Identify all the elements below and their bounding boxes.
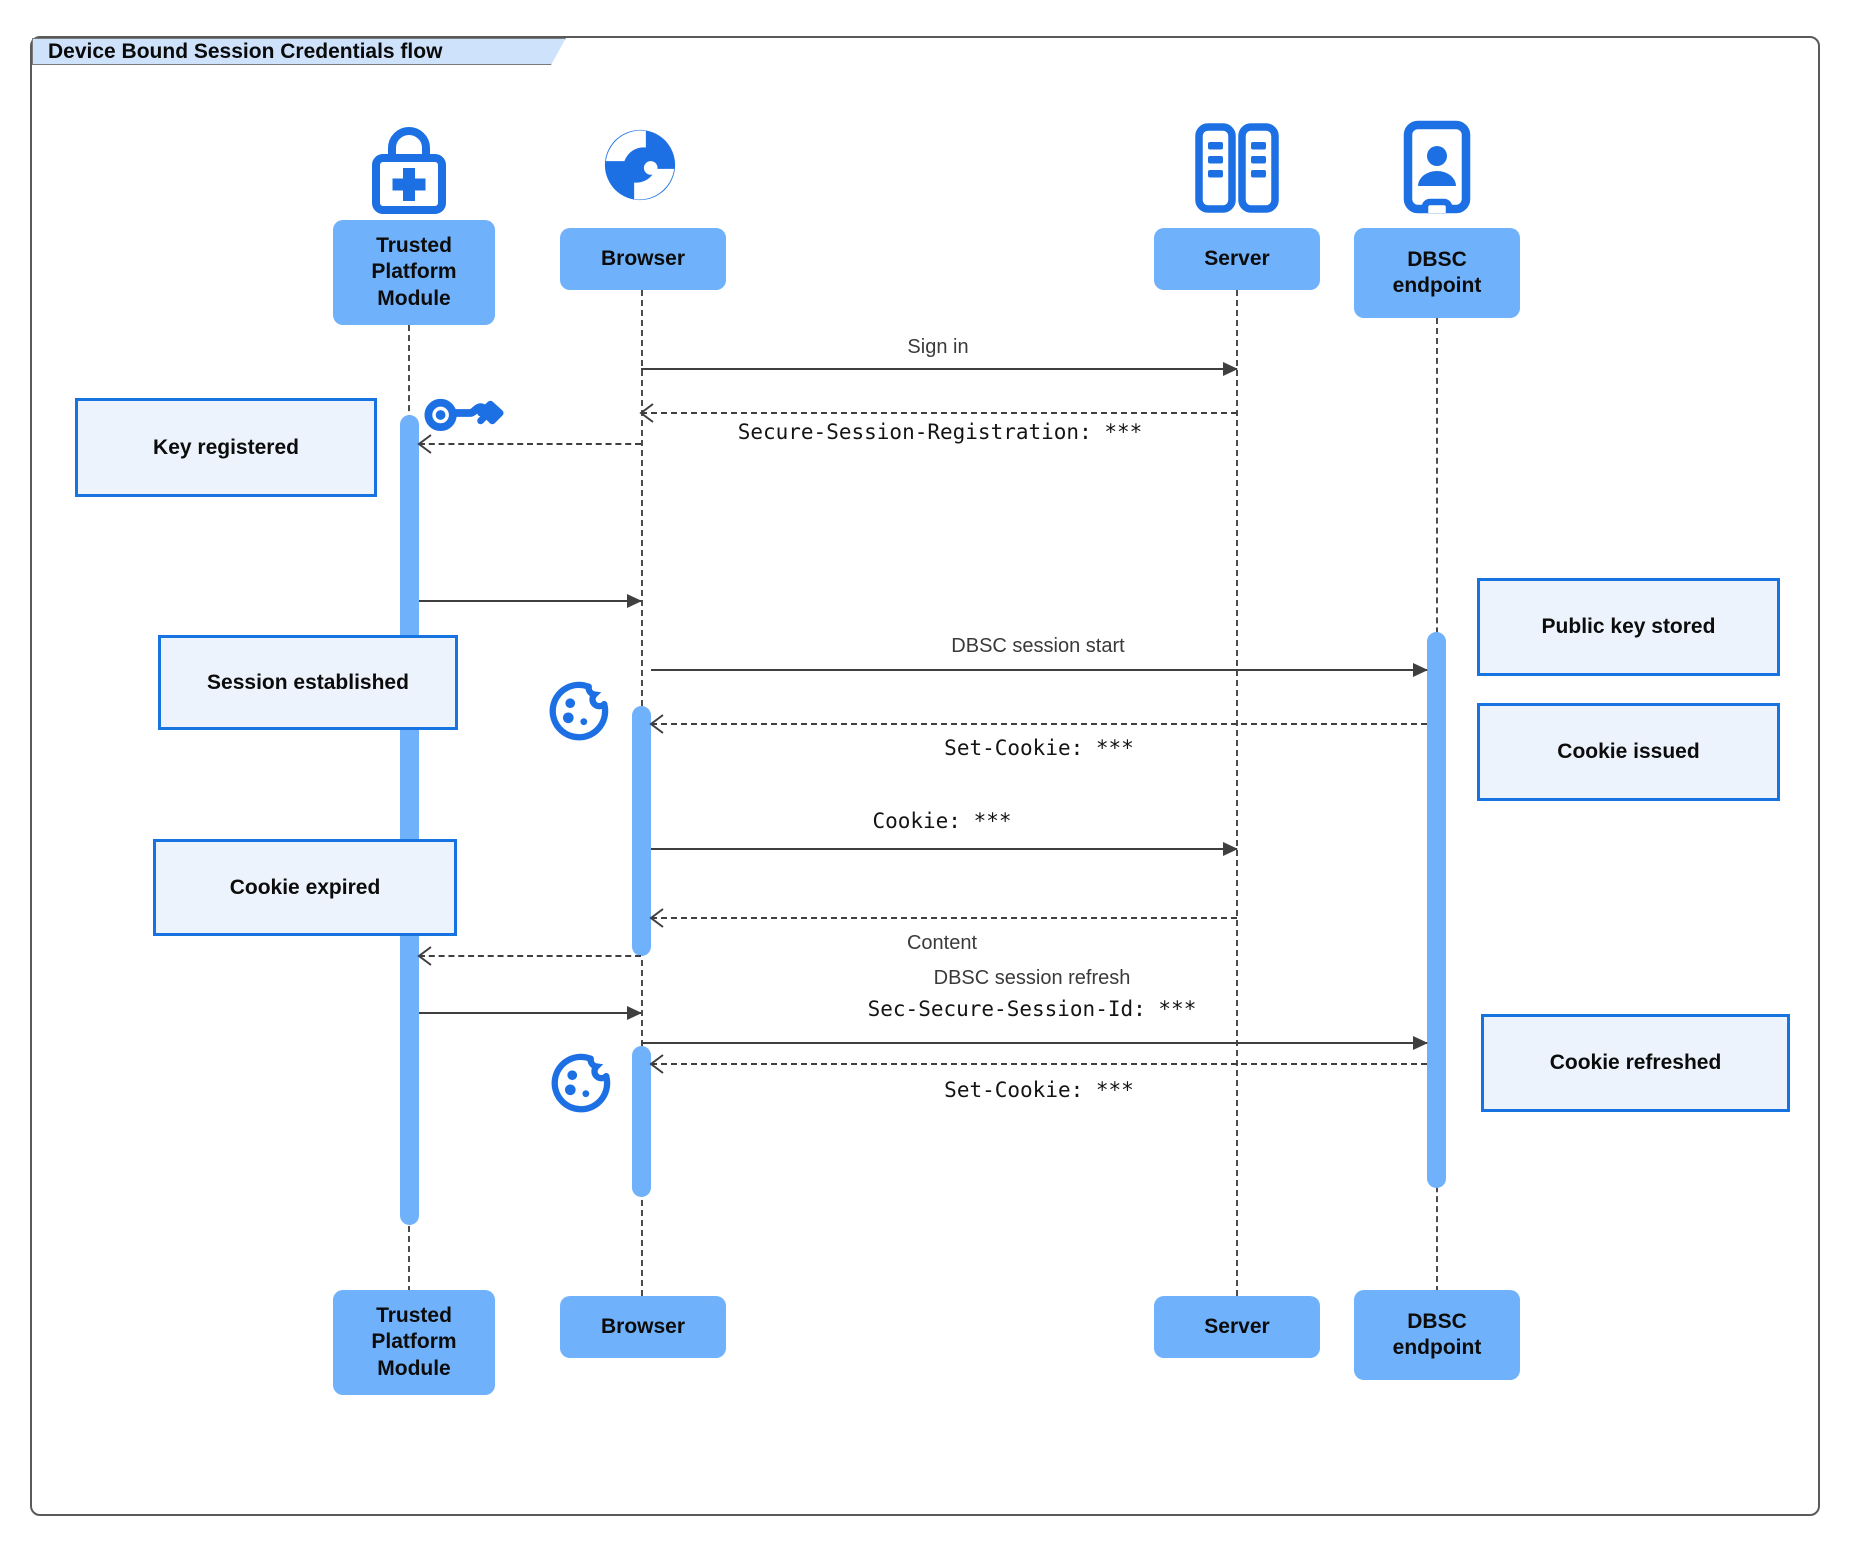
arrow-register-key	[417, 434, 641, 454]
arrow-dbsc-session-refresh	[641, 1036, 1428, 1050]
arrowhead-icon	[627, 1006, 642, 1020]
actor-tpm-bottom: Trusted Platform Module	[333, 1290, 495, 1395]
note-session-established: Session established	[158, 635, 458, 730]
arrowhead-icon	[1413, 663, 1428, 677]
arrowhead-icon	[627, 594, 642, 608]
lock-plus-icon	[359, 120, 459, 216]
message-label-refresh-line1: DBSC session refresh	[933, 967, 1131, 989]
actor-tpm-top: Trusted Platform Module	[333, 220, 495, 325]
person-terminal-icon	[1403, 120, 1471, 214]
arrowhead-icon	[417, 946, 432, 966]
key-icon	[424, 386, 506, 440]
arrow-secure-session-registration	[639, 403, 1237, 423]
arrow-request-signature	[417, 946, 641, 966]
arrow-set-cookie-issued	[649, 714, 1427, 734]
note-public-key-stored: Public key stored	[1477, 578, 1780, 676]
lifeline-server	[1236, 290, 1238, 1296]
message-label-sec-secure-session-id: Sec-Secure-Session-Id: ***	[867, 997, 1197, 1021]
message-label-dbsc-session-start: DBSC session start	[951, 635, 1125, 657]
arrowhead-icon	[417, 434, 432, 454]
arrow-sign-in	[641, 362, 1238, 376]
actor-dbsc-bottom: DBSC endpoint	[1354, 1290, 1520, 1380]
note-key-registered: Key registered	[75, 398, 377, 497]
activation-browser-1	[632, 706, 651, 956]
arrowhead-icon	[1223, 842, 1238, 856]
arrowhead-icon	[649, 908, 664, 928]
message-label-cookie: Cookie: ***	[872, 809, 1012, 833]
message-label-content: Content	[906, 932, 978, 954]
arrow-dbsc-session-start	[651, 663, 1428, 677]
actor-server-bottom: Server	[1154, 1296, 1320, 1358]
note-cookie-refreshed: Cookie refreshed	[1481, 1014, 1790, 1112]
arrow-set-cookie-refreshed	[649, 1054, 1427, 1074]
activation-browser-2	[632, 1046, 651, 1197]
arrow-content	[649, 908, 1237, 928]
actor-dbsc-top: DBSC endpoint	[1354, 228, 1520, 318]
actor-browser-top: Browser	[560, 228, 726, 290]
message-label-set-cookie-refreshed: Set-Cookie: ***	[944, 1078, 1134, 1102]
diagram-title: Device Bound Session Credentials flow	[32, 38, 566, 65]
arrow-signature-ready	[419, 1006, 642, 1020]
note-cookie-expired: Cookie expired	[153, 839, 457, 936]
arrow-cookie	[651, 842, 1238, 856]
cookie-icon	[545, 678, 611, 744]
note-cookie-issued: Cookie issued	[1477, 703, 1780, 801]
arrowhead-icon	[649, 1054, 664, 1074]
arrowhead-icon	[1413, 1036, 1428, 1050]
message-label-set-cookie-issued: Set-Cookie: ***	[944, 736, 1134, 760]
arrow-key-ready	[419, 594, 642, 608]
message-label-dbsc-session-refresh: DBSC session refresh Sec-Secure-Session-…	[782, 963, 1282, 1025]
message-label-sign-in: Sign in	[907, 336, 969, 358]
server-rack-icon	[1192, 122, 1282, 214]
activation-tpm	[400, 415, 419, 1225]
activation-dbsc	[1427, 632, 1446, 1188]
arrowhead-icon	[639, 403, 654, 423]
message-label-secure-session-registration: Secure-Session-Registration: ***	[737, 420, 1143, 444]
cookie-icon	[547, 1050, 613, 1116]
arrowhead-icon	[1223, 362, 1238, 376]
actor-browser-bottom: Browser	[560, 1296, 726, 1358]
arrowhead-icon	[649, 714, 664, 734]
globe-icon	[601, 126, 679, 204]
actor-server-top: Server	[1154, 228, 1320, 290]
